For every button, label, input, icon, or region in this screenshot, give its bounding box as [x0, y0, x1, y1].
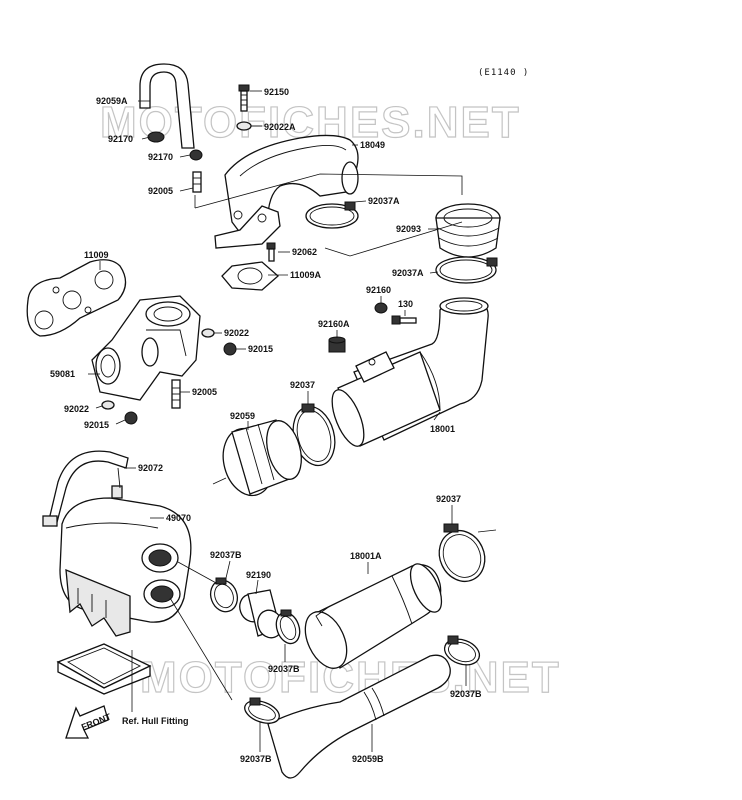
fitting-92005-a [192, 171, 202, 193]
label-18049: 18049 [360, 140, 385, 150]
label-18001: 18001 [430, 424, 455, 434]
label-92037B-c: 92037B [450, 689, 482, 699]
exhaust-pipe-18001A [304, 563, 443, 669]
label-49070: 49070 [166, 513, 191, 523]
label-92022A: 92022A [264, 122, 296, 132]
bolt-92062 [266, 242, 276, 262]
label-92005-a: 92005 [148, 186, 173, 196]
label-92037-b: 92037 [436, 494, 461, 504]
label-92170-a: 92170 [108, 134, 133, 144]
label-92037-a: 92037 [290, 380, 315, 390]
exhaust-pipe-18001 [331, 297, 489, 447]
strap-92072 [42, 450, 129, 527]
clamp-92037-b [438, 523, 486, 582]
hull-fitting-plate [56, 643, 152, 695]
label-92022-b: 92022 [64, 404, 89, 414]
coupling-92093 [435, 203, 501, 258]
label-92072: 92072 [138, 463, 163, 473]
label-92059A: 92059A [96, 96, 128, 106]
washer-92022-b [101, 400, 115, 410]
exhaust-pipe-18049 [214, 134, 359, 249]
label-92170-b: 92170 [148, 152, 173, 162]
label-92160: 92160 [366, 285, 391, 295]
label-92037A-a: 92037A [368, 196, 400, 206]
leader-lines [88, 90, 467, 752]
clamp-92037B-a [209, 577, 239, 613]
figure-code: (E1140 ) [478, 68, 529, 78]
label-92037B-b: 92037B [268, 664, 300, 674]
clamp-92037B-b [275, 609, 301, 645]
part-labels: 92059A 92150 92022A 92170 92170 18049 92… [50, 87, 482, 764]
label-92005-b: 92005 [192, 387, 217, 397]
bolt-130 [391, 315, 417, 325]
label-92093: 92093 [396, 224, 421, 234]
label-92037A-b: 92037A [392, 268, 424, 278]
clamp-92037B-c [443, 635, 481, 666]
clip-92170-a [147, 131, 165, 143]
mount-92160A [328, 336, 346, 353]
label-59081: 59081 [50, 369, 75, 379]
clamp-92037B-d [244, 697, 280, 724]
clip-92170-b [189, 149, 203, 161]
muffler-49070 [59, 497, 192, 637]
coupling-92059 [222, 419, 302, 497]
label-11009: 11009 [84, 250, 109, 260]
washer-92022A [236, 121, 252, 131]
washer-92022 [201, 328, 215, 338]
bolt-92150 [238, 84, 250, 112]
gasket-11009A [221, 261, 279, 291]
label-92059: 92059 [230, 411, 255, 421]
washer-92160 [374, 302, 388, 314]
label-92037B-d: 92037B [240, 754, 272, 764]
hose-92059A [139, 63, 195, 149]
label-92160A: 92160A [318, 319, 350, 329]
label-92059B: 92059B [352, 754, 384, 764]
manifold-59081 [91, 295, 201, 401]
label-92190: 92190 [246, 570, 271, 580]
label-92037B-a: 92037B [210, 550, 242, 560]
label-92015-b: 92015 [84, 420, 109, 430]
nut-92015-a [223, 342, 237, 356]
label-ref-hull-fitting: Ref. Hull Fitting [122, 716, 189, 726]
label-92022: 92022 [224, 328, 249, 338]
front-arrow-icon: FRONT [65, 705, 113, 739]
label-92015-a: 92015 [248, 344, 273, 354]
label-92150: 92150 [264, 87, 289, 97]
gasket-11009 [26, 259, 127, 337]
fitting-92005-b [171, 379, 181, 409]
nut-92015-b [124, 411, 138, 425]
label-18001A: 18001A [350, 551, 382, 561]
label-130: 130 [398, 299, 413, 309]
hose-92059B [267, 654, 451, 779]
label-11009A: 11009A [290, 270, 322, 280]
label-92062: 92062 [292, 247, 317, 257]
clamp-92037A-a [305, 201, 359, 229]
clamp-92037A-b [435, 256, 498, 284]
